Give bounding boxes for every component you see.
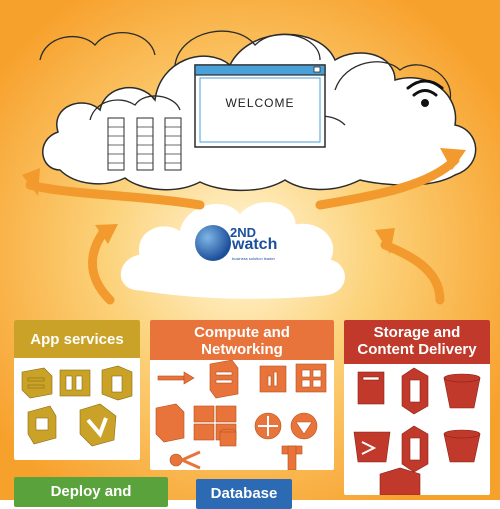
- red-s3-icon: [401, 367, 429, 415]
- orange-router-icon: [254, 412, 282, 440]
- panel-database-title: Database: [196, 479, 292, 509]
- arrow-left-up: [25, 180, 205, 210]
- server-racks-icon: [107, 117, 182, 171]
- arrowheads: [22, 148, 466, 254]
- logo-tagline: business solution leader: [232, 256, 275, 261]
- red-s3b-icon: [401, 425, 429, 473]
- panel-compute-title-line2: Networking: [201, 341, 283, 358]
- cloud-outline-server: [89, 95, 181, 121]
- panel-deploy-title: Deploy and: [14, 477, 168, 507]
- panel-app-services: App services: [14, 320, 140, 460]
- gold-queue-icon: [59, 369, 91, 397]
- flow-arrows: [25, 155, 460, 305]
- panel-deploy: Deploy and: [14, 477, 168, 507]
- orange-cube-stack-icon: [193, 405, 237, 441]
- orange-path-icon: [169, 450, 201, 470]
- wifi-icon: [406, 79, 444, 107]
- red-glacier-icon: [353, 431, 391, 463]
- gold-bracket-icon: [101, 365, 133, 401]
- orange-arrow-icon: [157, 371, 195, 385]
- logo-sub: watch: [232, 236, 278, 253]
- arrow-right-up: [315, 155, 460, 210]
- red-cloudfront-icon: [379, 467, 421, 495]
- panel-app-services-title: App services: [14, 320, 140, 358]
- orange-chart-icon: [259, 365, 287, 393]
- red-bucket2-icon: [443, 429, 481, 463]
- orange-cluster-icon: [155, 403, 185, 443]
- orange-connector-icon: [281, 445, 303, 470]
- cloud-outline-right: [334, 61, 452, 101]
- red-door-icon: [357, 371, 385, 405]
- panel-storage-title-line2: Content Delivery: [357, 341, 477, 358]
- orange-ec2-icon: [209, 360, 239, 399]
- gold-lambda-icon: [27, 405, 57, 445]
- cloud-diagram: [22, 30, 477, 305]
- compute-icons: [155, 360, 327, 470]
- browser-window: [194, 64, 326, 148]
- panel-compute-title-line1: Compute and: [194, 324, 290, 341]
- cloud-outline-left: [39, 32, 156, 61]
- logo-cloud: [120, 202, 345, 299]
- panel-database: Database: [196, 479, 292, 509]
- panel-compute-networking: Compute and Networking: [150, 320, 334, 470]
- panel-storage-content: Storage and Content Delivery: [344, 320, 490, 495]
- logo-main: 2ND: [230, 225, 257, 240]
- orange-grid-icon: [295, 363, 327, 393]
- red-bucket-icon: [443, 373, 481, 409]
- orange-cylinder-icon: [219, 428, 237, 447]
- app-icons: [21, 365, 133, 447]
- gold-stack-icon: [21, 367, 53, 399]
- storage-icons: [353, 367, 481, 495]
- globe-logo-icon: [195, 225, 231, 261]
- welcome-text: WELCOME: [225, 96, 295, 110]
- browser-close-icon: [313, 66, 321, 73]
- arrow-right-down: [380, 240, 445, 305]
- panel-storage-title-line1: Storage and: [373, 324, 461, 341]
- cloud-outline-mid: [174, 30, 321, 66]
- orange-elb-icon: [290, 412, 318, 440]
- gold-workflow-icon: [79, 403, 117, 447]
- arrow-left-down: [88, 225, 115, 305]
